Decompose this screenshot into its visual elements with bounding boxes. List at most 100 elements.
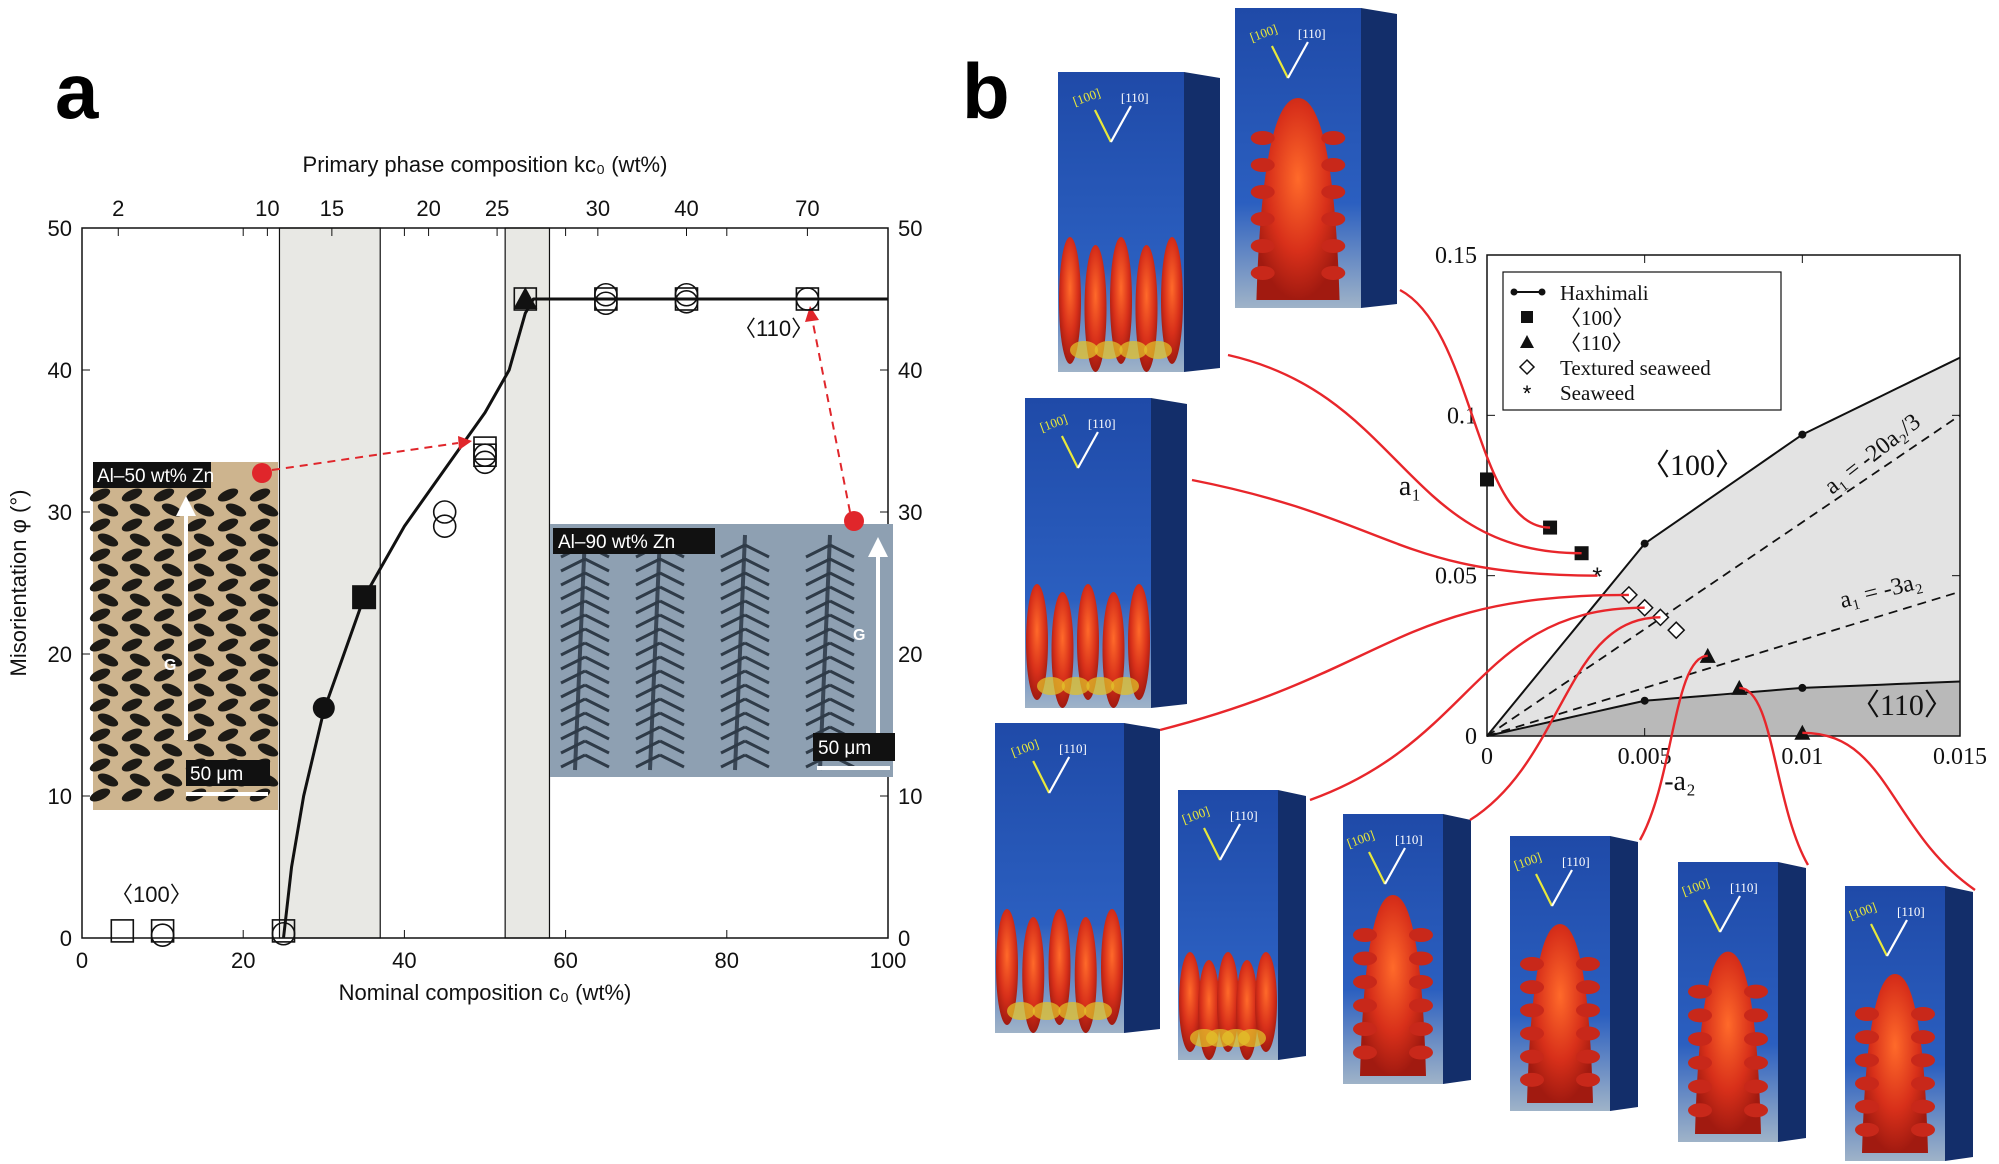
simulation-renders: [100][110][100][110][100][110][100][110]… xyxy=(995,8,1973,1161)
dendrite-arm xyxy=(193,743,215,757)
dendrite-tip-glow xyxy=(1144,341,1172,359)
dendrite-sidearm xyxy=(1409,998,1433,1013)
box-side xyxy=(1151,398,1187,708)
dendrite-branch xyxy=(584,571,610,587)
dendrite-arm xyxy=(249,608,271,622)
reference-line-0 xyxy=(1486,414,1961,737)
dendrite-branch xyxy=(635,697,661,713)
dendrite-branch xyxy=(635,753,661,769)
open-circle-marker xyxy=(674,290,699,314)
dendrite-branch xyxy=(635,683,661,699)
dendrite-sidearm xyxy=(1688,1008,1712,1023)
dendrite-branch xyxy=(584,641,610,657)
dendrite-branch xyxy=(720,711,746,727)
dendrite-arm xyxy=(97,503,119,517)
dendrite-branch xyxy=(744,711,770,727)
dendrite-arm xyxy=(193,683,215,697)
dendrite-branch xyxy=(635,627,661,643)
dendrite-branch xyxy=(584,753,610,769)
dendrite-branch xyxy=(720,739,746,755)
dendrite-sidearm xyxy=(1911,1122,1935,1137)
dendrite-branch xyxy=(635,571,661,587)
dendrite-arm xyxy=(153,608,175,622)
open-circle-marker xyxy=(674,282,699,307)
dendrite-branch xyxy=(659,739,685,755)
dendrite-finger xyxy=(1161,237,1183,364)
dendrite-arm xyxy=(185,488,207,502)
annotation-100: 〈100〉 xyxy=(111,882,192,907)
box-side xyxy=(1278,790,1306,1060)
x-tick-label-b: 0.01 xyxy=(1781,744,1823,770)
connector-1 xyxy=(1399,288,1551,529)
legend-dot xyxy=(1510,288,1518,296)
dendrite-branch xyxy=(584,585,610,601)
box-side xyxy=(1443,814,1471,1084)
legend-entry: 〈110〉 xyxy=(1560,331,1633,355)
dendrite-sidearm xyxy=(1855,1007,1879,1021)
dendrite-branch xyxy=(720,669,746,685)
dendrite-branch xyxy=(805,627,831,643)
dendrite-arm xyxy=(225,503,247,517)
y-tick-label-right: 10 xyxy=(898,784,922,809)
dendrite-branch xyxy=(829,683,855,699)
box-side xyxy=(1778,862,1806,1142)
pointer-line-al50 xyxy=(271,442,459,471)
dendrite-branch xyxy=(744,697,770,713)
dendrite-tip-glow xyxy=(1238,1029,1266,1047)
inset-right-arrow-label: G xyxy=(853,627,865,644)
axis-arrow-110 xyxy=(1109,105,1132,143)
dendrite-arm xyxy=(257,623,279,637)
simulation-box-1: [100][110] xyxy=(1235,8,1397,308)
dendrite-branch xyxy=(805,669,831,685)
pointer-line-al90 xyxy=(811,317,851,513)
dendrite-tip-glow xyxy=(1032,1002,1061,1020)
dendrite-branch xyxy=(635,739,661,755)
dendrite-finger xyxy=(1077,584,1099,700)
dendrite-branch xyxy=(744,753,770,769)
dendrite-tip-glow xyxy=(1070,341,1098,359)
dendrite-sidearm xyxy=(1353,928,1377,942)
dendrite-branch xyxy=(744,543,770,559)
micrograph-inset-al50: Al–50 wt% Zn G 50 μm xyxy=(89,462,279,810)
open-circle-marker xyxy=(432,500,457,524)
connector-3 xyxy=(1159,593,1629,732)
simulation-box-4: [100][110] xyxy=(1178,790,1306,1060)
axis-arrow-100 xyxy=(1032,760,1051,794)
dendrite-sidearm xyxy=(1520,980,1544,995)
dendrite-arm xyxy=(249,488,271,502)
legend-triangle xyxy=(1520,335,1534,348)
panel-a-markers xyxy=(110,282,820,947)
dendrite-sidearm xyxy=(1353,1045,1377,1060)
dendrite-arm xyxy=(161,593,183,607)
dendrite-branch xyxy=(720,683,746,699)
panel-b-letter: b xyxy=(962,47,1010,135)
dendrite-sidearm xyxy=(1576,957,1600,971)
dendrite-branch xyxy=(805,571,831,587)
dendrite-branch xyxy=(720,753,746,769)
axis-arrow-100 xyxy=(1703,899,1721,933)
open-circle-marker xyxy=(594,291,618,316)
dendrite-arm xyxy=(121,488,143,502)
fit-curve xyxy=(282,297,888,939)
dendrite-arm xyxy=(121,668,143,682)
dendrite-branch xyxy=(635,585,661,601)
dendrite-branch xyxy=(805,543,831,559)
dendrite-tip-glow xyxy=(1007,1002,1035,1020)
dendrite-branch xyxy=(560,683,586,699)
dendrite-branch xyxy=(829,697,855,713)
dendrite-sidearm xyxy=(1353,975,1377,989)
inset-left-scalebar-label: 50 μm xyxy=(190,764,243,785)
haxhimali-dot xyxy=(1640,696,1649,705)
dendrite-branch xyxy=(744,725,770,741)
dendrite-sidearm xyxy=(1321,185,1346,199)
dendrite-branch xyxy=(659,683,685,699)
y-tick-label-b: 0.05 xyxy=(1435,564,1477,590)
dendrite-arm xyxy=(217,488,239,502)
box-side xyxy=(1945,886,1973,1161)
dendrite-sidearm xyxy=(1250,158,1275,172)
dendrite-sidearm xyxy=(1744,1055,1768,1070)
y-tick-label-b: 0 xyxy=(1465,724,1477,750)
axis-arrow-110 xyxy=(1384,847,1406,885)
dendrite-branch xyxy=(805,697,831,713)
